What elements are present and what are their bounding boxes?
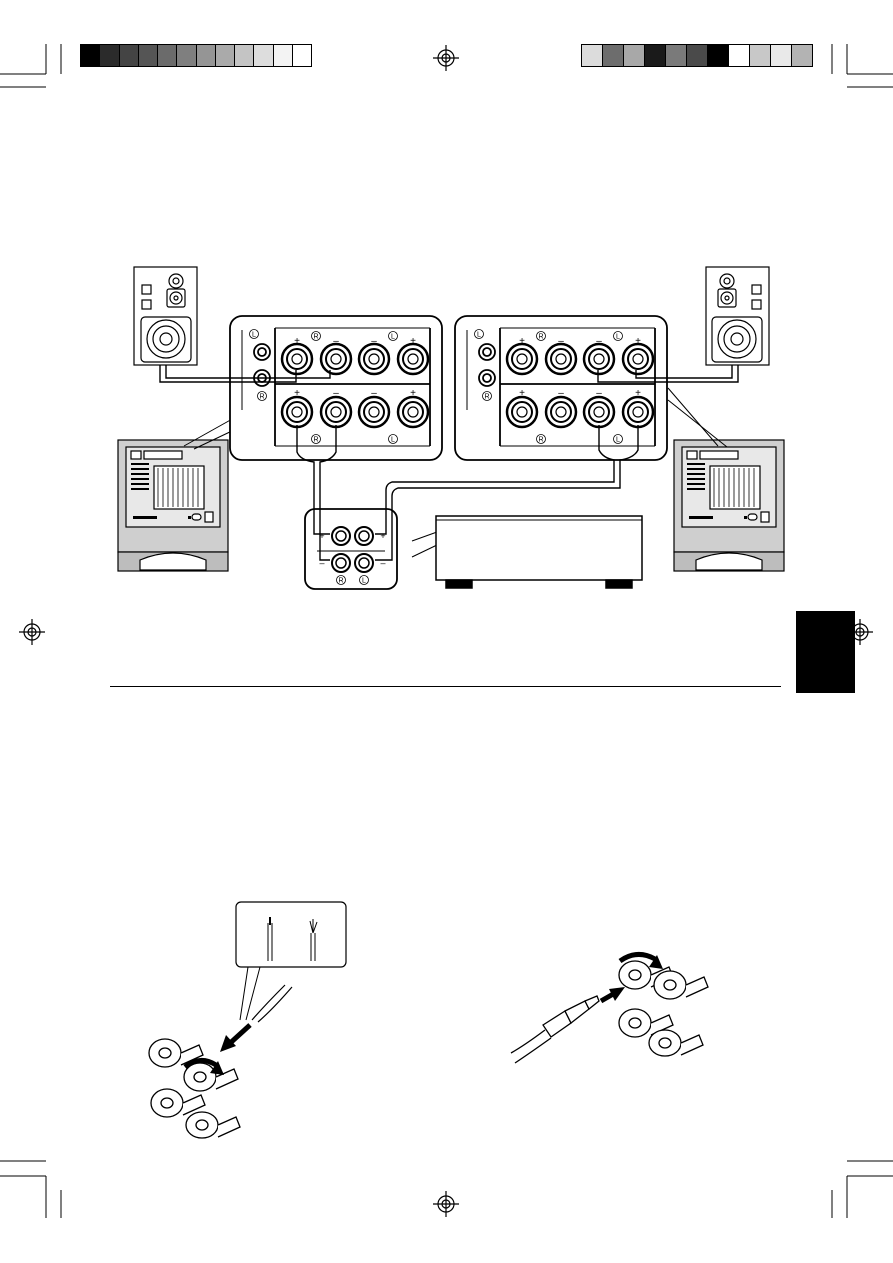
- color-bar-left-swatch-5: [176, 45, 196, 66]
- color-bar-right-swatch-8: [749, 45, 770, 66]
- connection-diagram: + – – + + – – + R L R L L R: [117, 266, 785, 590]
- right-panel-plus-2: +: [635, 336, 641, 347]
- color-bar-left-swatch-8: [234, 45, 254, 66]
- color-bar-left: [80, 44, 312, 67]
- color-bar-right-swatch-0: [582, 45, 602, 66]
- color-bar-right-swatch-3: [644, 45, 665, 66]
- left-panel-minus-4: –: [371, 388, 377, 399]
- right-panel-jack-l: L: [477, 332, 481, 339]
- color-bar-right-swatch-1: [602, 45, 623, 66]
- color-bar-left-swatch-9: [253, 45, 273, 66]
- left-panel-label-l-bottom: L: [391, 437, 395, 444]
- left-panel-minus-1: –: [333, 336, 339, 347]
- amp-label-l: L: [362, 578, 366, 585]
- left-panel-plus-1: +: [294, 336, 300, 347]
- color-bar-right-swatch-6: [707, 45, 728, 66]
- color-bar-left-swatch-11: [291, 45, 311, 66]
- color-bar-right: [581, 44, 813, 67]
- amplifier-terminal-box: [304, 508, 398, 590]
- left-panel-jack-l: L: [252, 332, 256, 339]
- left-panel-plus-4: +: [410, 388, 416, 399]
- color-bar-left-swatch-2: [118, 45, 138, 66]
- color-bar-right-swatch-2: [623, 45, 644, 66]
- color-bar-right-swatch-4: [665, 45, 686, 66]
- right-subwoofer: [673, 439, 785, 572]
- left-panel-jack-r: R: [259, 394, 264, 401]
- section-tab: [796, 611, 855, 693]
- left-subwoofer: [117, 439, 229, 572]
- amp-plus-right: +: [380, 531, 385, 541]
- right-panel-label-l-top: L: [616, 334, 620, 341]
- color-bar-left-swatch-10: [272, 45, 292, 66]
- right-panel-minus-1: –: [558, 336, 564, 347]
- right-panel-minus-4: –: [596, 388, 602, 399]
- color-bar-left-swatch-1: [99, 45, 119, 66]
- right-panel-label-r-bottom: R: [538, 437, 543, 444]
- right-panel-minus-2: –: [596, 336, 602, 347]
- section-rule: [110, 686, 781, 687]
- color-bar-left-swatch-0: [81, 45, 100, 66]
- right-panel-plus-4: +: [635, 388, 641, 399]
- left-speaker: [133, 266, 198, 366]
- color-bar-right-swatch-9: [770, 45, 791, 66]
- right-terminal-panel: [454, 315, 668, 461]
- color-bar-right-swatch-5: [686, 45, 707, 66]
- left-panel-minus-3: –: [333, 388, 339, 399]
- color-bar-left-swatch-6: [195, 45, 215, 66]
- amp-minus-left: –: [319, 558, 324, 568]
- right-panel-plus-1: +: [519, 336, 525, 347]
- left-panel-minus-2: –: [371, 336, 377, 347]
- color-bar-left-swatch-7: [214, 45, 234, 66]
- left-panel-plus-3: +: [294, 388, 300, 399]
- right-speaker: [705, 266, 770, 366]
- speaker-cables: [159, 365, 739, 561]
- amp-label-r: R: [338, 578, 343, 585]
- amplifier: [435, 515, 643, 589]
- right-panel-label-r-top: R: [538, 334, 543, 341]
- left-panel-label-r-top: R: [313, 334, 318, 341]
- left-terminal-panel: [229, 315, 443, 461]
- left-panel-label-r-bottom: R: [313, 437, 318, 444]
- left-panel-label-l-top: L: [391, 334, 395, 341]
- right-panel-minus-3: –: [558, 388, 564, 399]
- banana-plug-illustration: [510, 952, 709, 1064]
- right-panel-jack-r: R: [484, 394, 489, 401]
- amp-minus-right: –: [380, 558, 385, 568]
- right-panel-label-l-bottom: L: [616, 437, 620, 444]
- color-bar-right-swatch-10: [791, 45, 812, 66]
- left-panel-plus-2: +: [410, 336, 416, 347]
- color-bar-left-swatch-4: [157, 45, 177, 66]
- color-bar-left-swatch-3: [137, 45, 157, 66]
- amp-plus-left: +: [319, 531, 324, 541]
- wire-insertion-illustration: [148, 901, 347, 1139]
- color-bar-right-swatch-7: [728, 45, 749, 66]
- right-panel-plus-3: +: [519, 388, 525, 399]
